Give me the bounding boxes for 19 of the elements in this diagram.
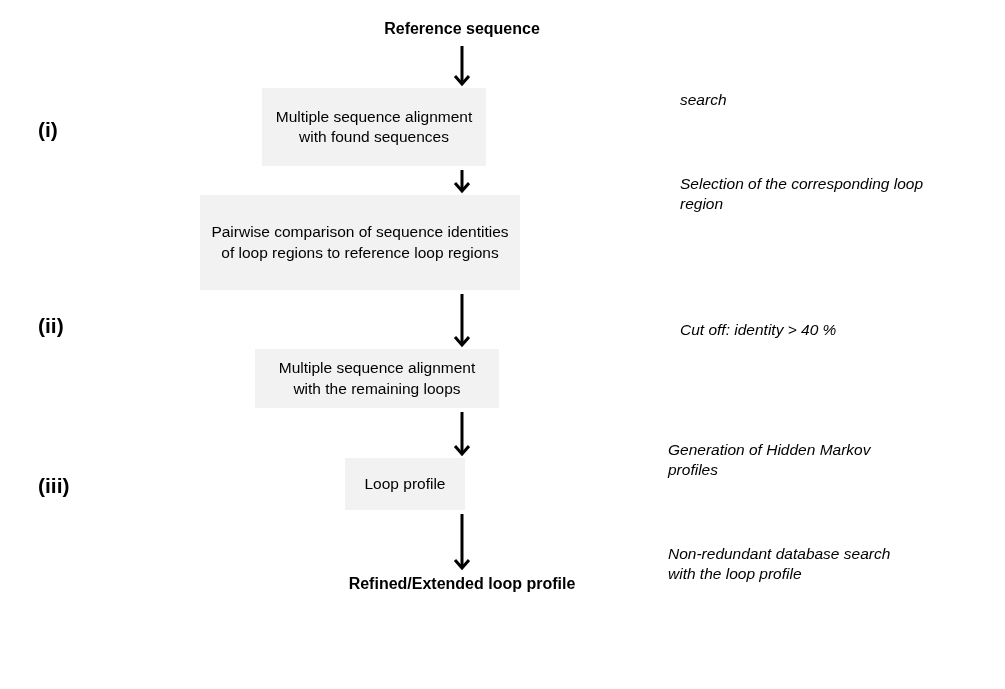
step-note: search: [680, 90, 728, 110]
arrow: [453, 294, 471, 347]
arrow: [453, 46, 471, 86]
step-note: Generation of Hidden Markov profiles: [668, 440, 872, 481]
box-text: Pairwise comparison of sequence identities of loop regions to reference loop regions: [210, 222, 510, 263]
stage-label: (i): [38, 118, 58, 142]
box-text: Loop profile: [364, 473, 446, 494]
arrow: [453, 412, 471, 456]
step-note: Selection of the corresponding loop region: [680, 174, 924, 215]
box-text: Multiple sequence alignment with found sequences: [274, 106, 474, 147]
box-text: Multiple sequence alignment with the remaining loops: [277, 358, 477, 399]
arrow: [453, 514, 471, 570]
box-text: Reference sequence: [384, 18, 540, 39]
box-text: Refined/Extended loop profile: [348, 573, 576, 594]
arrow: [453, 170, 471, 193]
step-note: Cut off: identity > 40 %: [680, 320, 838, 340]
stage-label: (iii): [38, 474, 70, 498]
stage-label: (ii): [38, 314, 64, 338]
step-note: Non-redundant database search with the loop profile: [668, 544, 892, 585]
